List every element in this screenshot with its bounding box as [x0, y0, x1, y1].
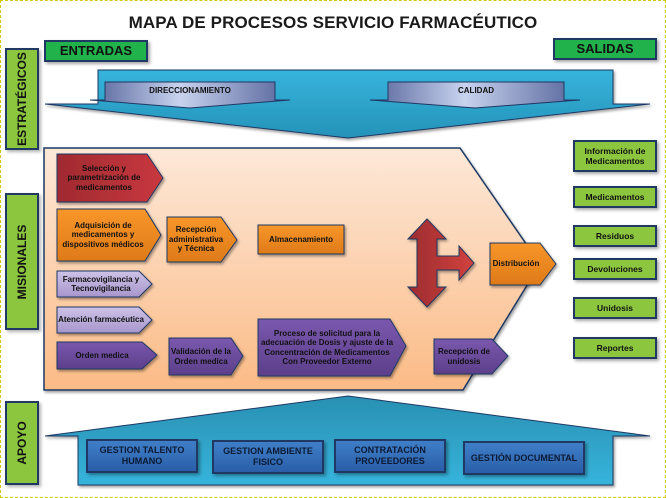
output-drug-information: Información de Medicamentos — [573, 140, 657, 172]
output-reports: Reportes — [573, 337, 657, 359]
side-label-support: APOYO — [5, 401, 39, 485]
strategic-item-calidad: CALIDAD — [458, 86, 494, 96]
process-shape-unidose-reception — [433, 338, 509, 375]
output-unidose: Unidosis — [573, 297, 657, 319]
process-unidose-reception: Recepción de unidosis — [437, 347, 490, 366]
page-title: MAPA DE PROCESOS SERVICIO FARMACÉUTICO — [128, 13, 538, 32]
support-item-environment: GESTION AMBIENTE FISICO — [212, 440, 324, 474]
process-acquisition: Adquisición de medicamentos y dispositiv… — [62, 220, 144, 249]
process-shape-pharmacovigilance — [56, 270, 153, 298]
process-medical-order: Orden medica — [75, 350, 129, 360]
process-dose-request: Proceso de solicitud para la adecuación … — [260, 328, 394, 366]
support-item-contracting: CONTRATACIÓN PROVEEDORES — [334, 439, 446, 473]
process-pharma-care: Atención farmacéutica — [58, 315, 144, 325]
support-item-documents: GESTIÓN DOCUMENTAL — [463, 441, 585, 475]
process-shape-reception — [166, 216, 238, 263]
process-pharmacovigilance: Farmacovigilancia y Tecnovigilancia — [62, 274, 140, 293]
support-item-talent: GESTION TALENTO HUMANO — [86, 439, 198, 473]
process-shape-medical-order — [56, 341, 158, 370]
process-storage: Almacenamiento — [268, 234, 334, 244]
missional-area — [43, 147, 541, 391]
flow-branch-arrow — [406, 218, 475, 308]
strategic-item-arrow-calidad — [369, 81, 581, 109]
process-selection: Selección y parametrización de medicamen… — [67, 163, 141, 192]
process-reception: Recepción administrativa y Técnica — [168, 225, 224, 254]
process-shape-pharma-care — [56, 306, 153, 334]
output-returns: Devoluciones — [573, 258, 657, 280]
process-distribution: Distribución — [492, 259, 540, 269]
output-medications: Medicamentos — [573, 186, 657, 208]
output-waste: Residuos — [573, 225, 657, 247]
process-shape-dose-request — [257, 318, 407, 377]
process-shape-storage — [257, 224, 345, 255]
process-order-validation: Validación de la Orden medica — [170, 347, 232, 366]
inputs-header: ENTRADAS — [44, 40, 148, 62]
side-label-strategic: ESTRATÉGICOS — [5, 48, 39, 150]
strategic-item-direccionamiento: DIRECCIONAMIENTO — [149, 86, 231, 96]
process-shape-acquisition — [56, 208, 162, 262]
process-shape-order-validation — [168, 337, 244, 376]
process-shape-distribution — [489, 242, 557, 286]
outputs-header: SALIDAS — [553, 38, 657, 60]
strategic-item-arrow-direccionamiento — [89, 81, 291, 109]
process-shape-selection — [56, 153, 164, 203]
side-label-missional: MISIONALES — [5, 193, 39, 330]
